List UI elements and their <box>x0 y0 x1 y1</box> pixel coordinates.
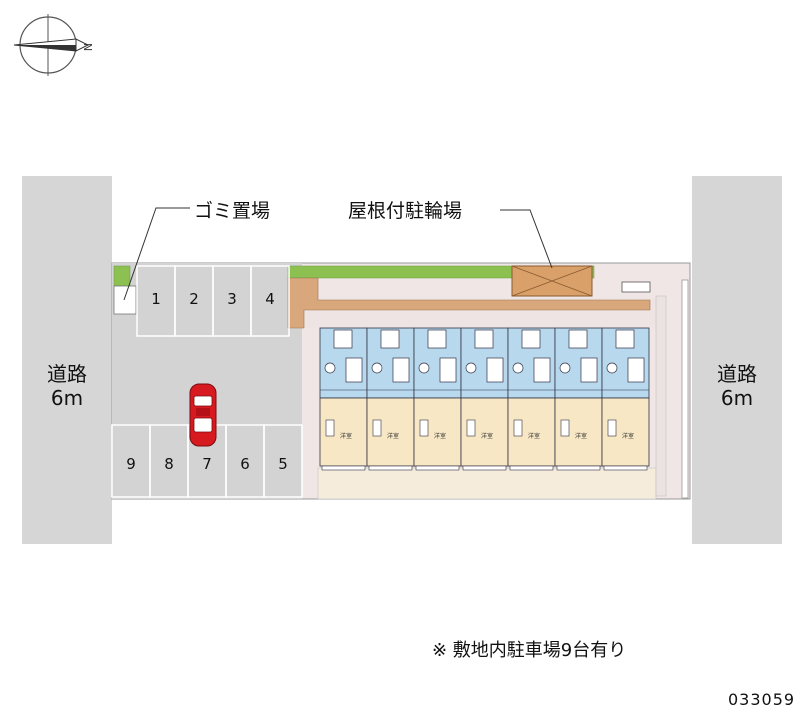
unit-desk <box>513 419 523 437</box>
parking-top-row <box>136 265 290 337</box>
unit-bath <box>568 329 588 349</box>
parking-note: ※ 敷地内駐車場9台有り <box>432 640 627 661</box>
bicycle-parking-label: 屋根付駐輪場 <box>348 200 463 222</box>
parking-space-1: 1 <box>151 290 161 308</box>
unit-room-label: 洋室 <box>340 432 352 440</box>
road-left-width: 6m <box>50 386 84 410</box>
road-left <box>22 176 112 544</box>
unit-desk <box>607 419 617 437</box>
unit-balcony <box>603 465 648 471</box>
unit-toilet <box>418 362 430 374</box>
unit-bath <box>521 329 541 349</box>
unit-kitchen <box>533 357 551 383</box>
unit-kitchen <box>580 357 598 383</box>
unit-desk <box>419 419 429 437</box>
parked-car <box>189 383 217 447</box>
unit-room-label: 洋室 <box>528 432 540 440</box>
unit-desk <box>466 419 476 437</box>
front-yard <box>317 467 657 500</box>
meter-box <box>621 281 651 293</box>
garbage-area <box>113 285 137 315</box>
road-left-name: 道路 <box>47 362 87 386</box>
unit-bath <box>333 329 353 349</box>
unit-bath <box>380 329 400 349</box>
unit-balcony <box>556 465 601 471</box>
parking-lot <box>112 263 302 499</box>
bicycle-leader-line <box>500 209 553 269</box>
unit-bath <box>615 329 635 349</box>
parking-bottom-row <box>111 424 303 498</box>
unit-kitchen <box>486 357 504 383</box>
unit-bath <box>474 329 494 349</box>
unit-balcony <box>368 465 413 471</box>
unit-balcony <box>321 465 366 471</box>
unit-balcony <box>509 465 554 471</box>
parking-space-7: 7 <box>202 455 212 473</box>
compass-north-label: N <box>81 43 94 51</box>
unit-room-label: 洋室 <box>622 432 634 440</box>
garbage-area-label: ゴミ置場 <box>194 200 271 222</box>
road-right-width: 6m <box>720 386 754 410</box>
parking-space-5: 5 <box>278 455 288 473</box>
parking-space-8: 8 <box>164 455 174 473</box>
unit-kitchen <box>345 357 363 383</box>
unit-toilet <box>512 362 524 374</box>
unit-room-label: 洋室 <box>387 432 399 440</box>
unit-kitchen <box>439 357 457 383</box>
parking-space-6: 6 <box>240 455 250 473</box>
unit-desk <box>560 419 570 437</box>
unit-balcony <box>415 465 460 471</box>
parking-space-3: 3 <box>227 290 237 308</box>
parking-space-4: 4 <box>265 290 275 308</box>
unit-room-label: 洋室 <box>575 432 587 440</box>
road-right <box>692 176 782 544</box>
unit-toilet <box>465 362 477 374</box>
road-right-name: 道路 <box>717 362 757 386</box>
unit-room-label: 洋室 <box>434 432 446 440</box>
unit-toilet <box>371 362 383 374</box>
unit-desk <box>325 419 335 437</box>
side-strip <box>655 295 667 497</box>
apartment-building: 洋室 洋室 洋室 洋室 洋室 洋室 洋室 <box>319 327 650 471</box>
unit-bath <box>427 329 447 349</box>
unit-toilet <box>559 362 571 374</box>
unit-room-label: 洋室 <box>481 432 493 440</box>
garbage-leader-line <box>123 207 190 301</box>
brick-wall <box>287 277 651 329</box>
unit-kitchen <box>627 357 645 383</box>
unit-desk <box>372 419 382 437</box>
side-wall <box>681 279 689 499</box>
unit-toilet <box>324 362 336 374</box>
unit-toilet <box>606 362 618 374</box>
parking-space-9: 9 <box>126 455 136 473</box>
hedge-left <box>113 265 131 287</box>
compass-icon: N <box>13 14 94 76</box>
unit-kitchen <box>392 357 410 383</box>
parking-space-2: 2 <box>189 290 199 308</box>
unit-balcony <box>462 465 507 471</box>
property-code: 033059 <box>728 690 796 709</box>
